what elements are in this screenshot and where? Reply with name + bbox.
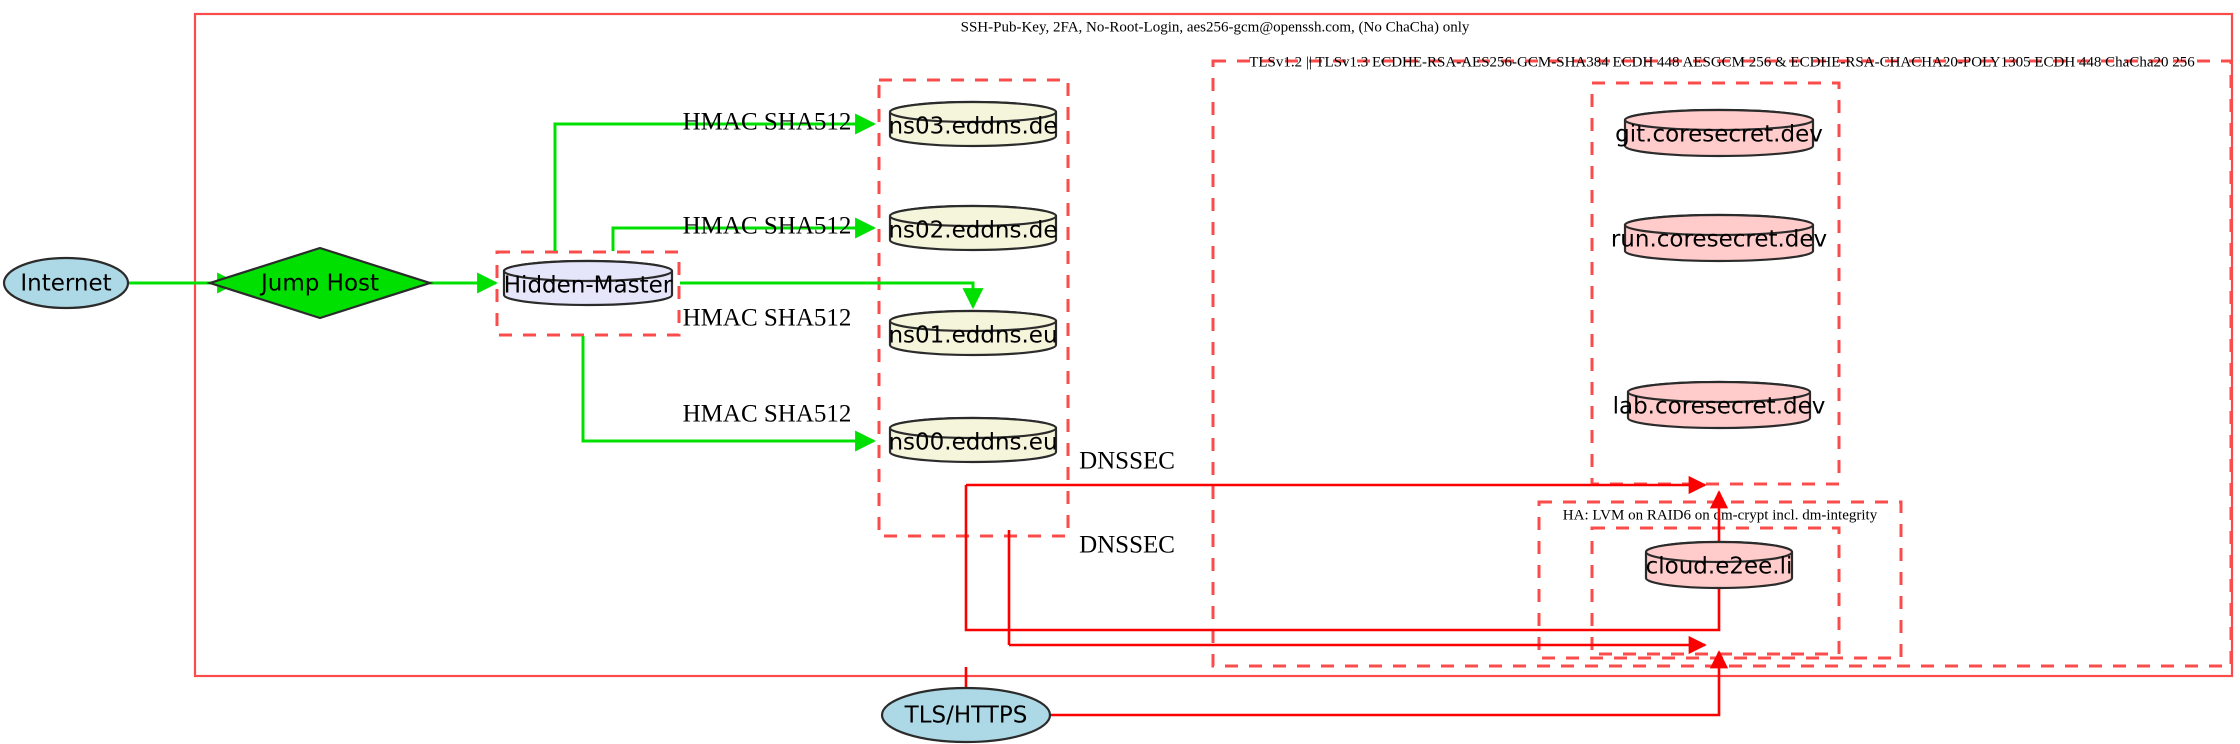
- edge-label-dnssec-upper: DNSSEC: [1079, 448, 1175, 475]
- edge-label-dnssec-lower: DNSSEC: [1079, 532, 1175, 559]
- hidden-master-boundary: [495, 250, 681, 337]
- node-ns02-label: ns02.eddns.de: [888, 218, 1057, 244]
- cloud-boundary: [1590, 526, 1841, 656]
- node-run-coresecret[interactable]: run.coresecret.dev: [1611, 213, 1827, 263]
- node-jump-host[interactable]: Jump Host: [206, 246, 434, 320]
- edge-label-hmac-ns00: HMAC SHA512: [683, 401, 852, 428]
- node-run-coresecret-label: run.coresecret.dev: [1611, 227, 1827, 253]
- node-tls-https-label: TLS/HTTPS: [904, 703, 1028, 729]
- node-jump-host-label: Jump Host: [259, 271, 379, 297]
- node-tls-https[interactable]: TLS/HTTPS: [880, 686, 1052, 744]
- node-lab-coresecret-label: lab.coresecret.dev: [1613, 394, 1826, 420]
- nameserver-boundary: [877, 78, 1070, 538]
- node-cloud-e2ee-label: cloud.e2ee.li: [1646, 554, 1793, 580]
- node-cloud-e2ee[interactable]: cloud.e2ee.li: [1644, 540, 1794, 590]
- edge-hiddenmaster-to-ns03: [553, 113, 877, 251]
- node-internet[interactable]: Internet: [2, 256, 130, 310]
- node-ns01-label: ns01.eddns.eu: [888, 323, 1057, 349]
- node-hidden-master-label: Hidden-Master: [504, 273, 673, 299]
- edge-label-hmac-ns02: HMAC SHA512: [683, 213, 852, 240]
- node-ns02[interactable]: ns02.eddns.de: [888, 204, 1058, 252]
- tls-cluster-boundary: [1211, 59, 2233, 668]
- tls-cluster-label: TLSv1.2 || TLSv1.3 ECDHE-RSA-AES256-GCM-…: [1249, 54, 2195, 70]
- node-git-coresecret-label: git.coresecret.dev: [1615, 122, 1823, 148]
- edge-hiddenmaster-to-ns00: [581, 336, 877, 452]
- node-git-coresecret[interactable]: git.coresecret.dev: [1615, 108, 1823, 158]
- edge-label-hmac-ns01: HMAC SHA512: [683, 305, 852, 332]
- node-ns00-label: ns00.eddns.eu: [888, 430, 1057, 456]
- coresecret-boundary: [1590, 81, 1841, 486]
- edge-hiddenmaster-to-ns01: [680, 281, 984, 310]
- edge-tlshttps-right: [1050, 650, 1729, 717]
- edge-label-hmac-ns03: HMAC SHA512: [683, 109, 852, 136]
- node-hidden-master[interactable]: Hidden-Master: [502, 259, 674, 307]
- edge-hiddenmaster-to-ns02: [611, 217, 877, 251]
- outer-ssh-boundary-label: SSH-Pub-Key, 2FA, No-Root-Login, aes256-…: [961, 19, 1470, 35]
- node-ns01[interactable]: ns01.eddns.eu: [888, 309, 1058, 357]
- node-internet-label: Internet: [20, 271, 111, 297]
- node-lab-coresecret[interactable]: lab.coresecret.dev: [1613, 380, 1826, 430]
- node-ns03[interactable]: ns03.eddns.de: [888, 100, 1058, 148]
- node-ns00[interactable]: ns00.eddns.eu: [888, 416, 1058, 464]
- node-ns03-label: ns03.eddns.de: [888, 114, 1057, 140]
